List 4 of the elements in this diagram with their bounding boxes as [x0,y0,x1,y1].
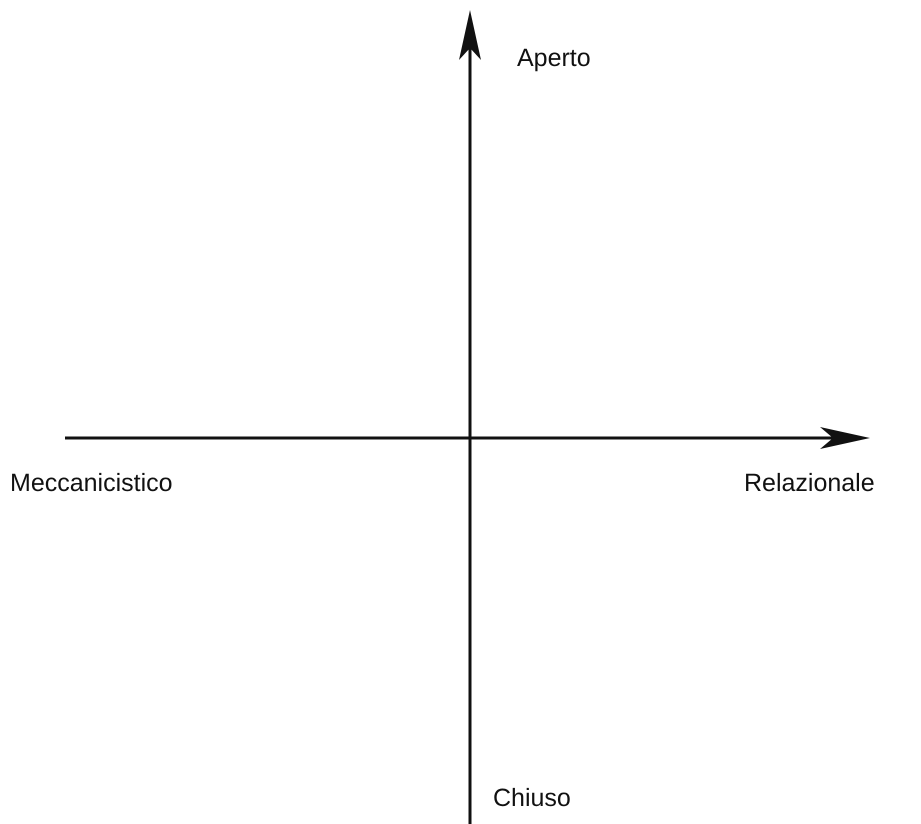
axis-label: Chiuso [493,785,571,812]
axis-label: Relazionale [744,470,875,498]
axis-label: Meccanicistico [10,470,173,498]
axis-label: Aperto [517,45,591,72]
